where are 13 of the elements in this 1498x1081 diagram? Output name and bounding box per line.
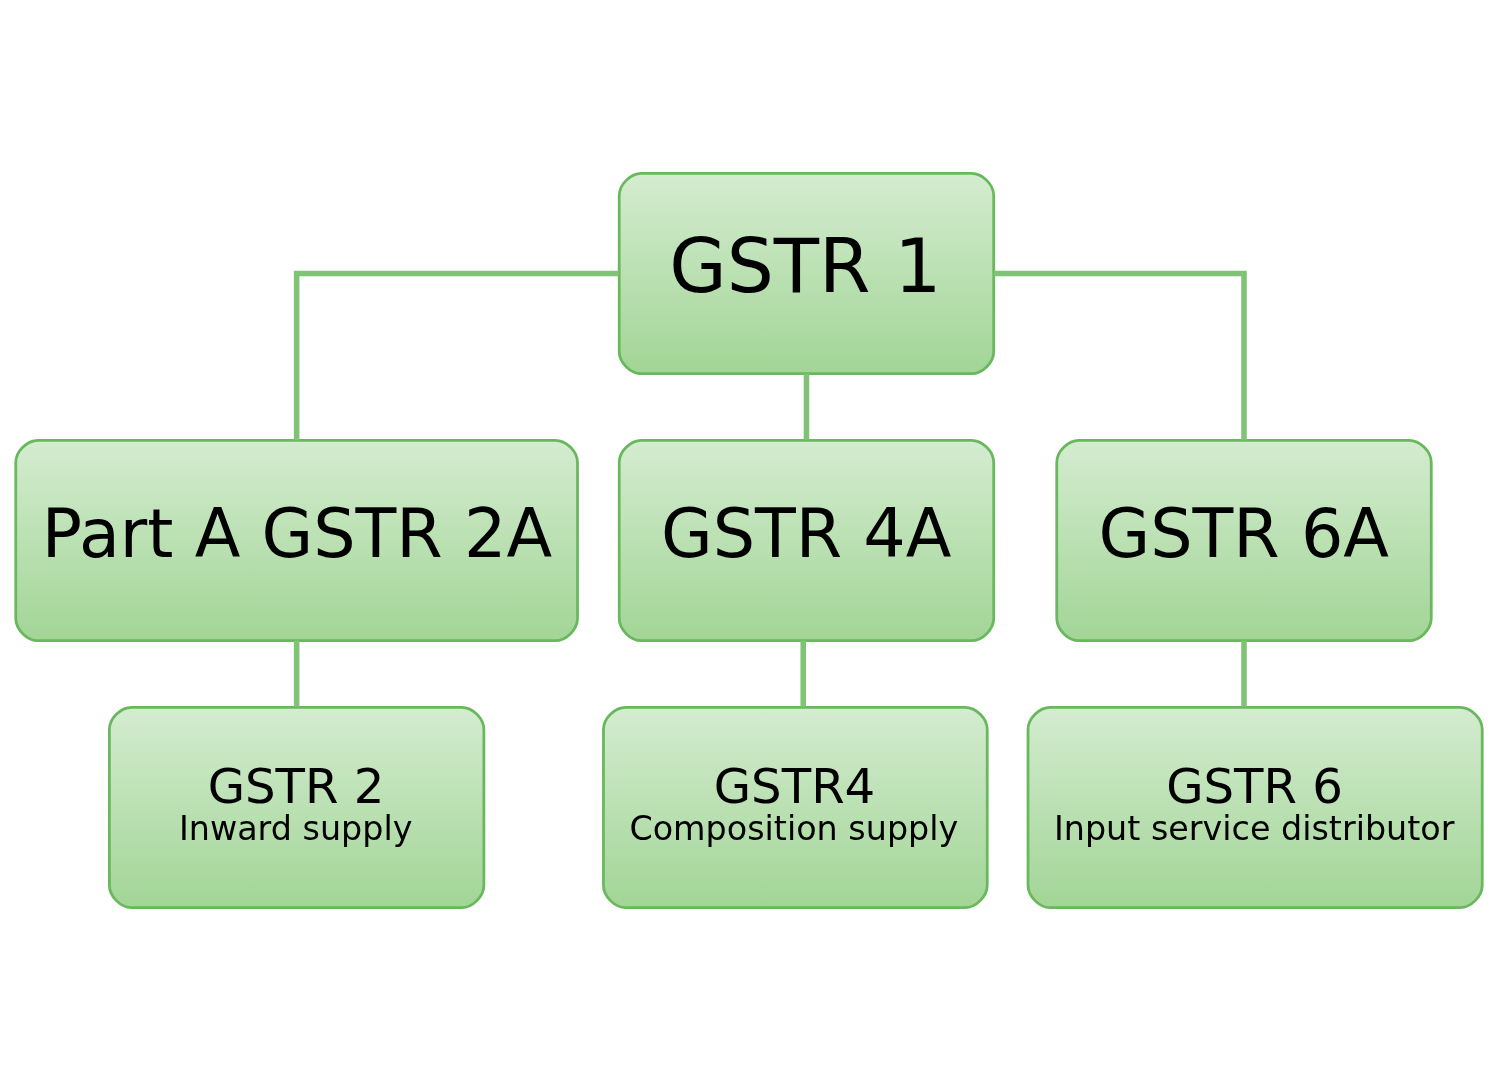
connector [293,270,619,441]
connector [803,373,810,440]
node-box: GSTR 4A [617,439,996,642]
node-box: Part A GSTR 2A [14,439,579,642]
connector [1241,640,1247,707]
node-box: GSTR 1 [617,172,996,376]
node-box: GSTR 6A [1055,439,1433,642]
connector [293,640,300,707]
node-box: GSTR4 Composition supply [602,705,989,909]
connector [993,270,1247,441]
node-box: GSTR 6 Input service distributor [1026,705,1484,909]
node-box: GSTR 2 Inward supply [108,705,486,909]
connector [800,640,806,707]
